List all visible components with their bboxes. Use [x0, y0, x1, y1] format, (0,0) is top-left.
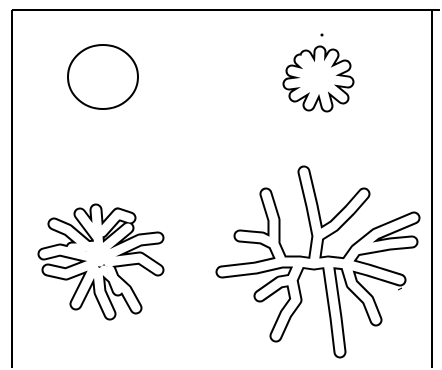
- lobed-blob-shape: [289, 34, 348, 107]
- circle-shape: [68, 45, 138, 109]
- branched-star-shape: [44, 210, 158, 314]
- branched-network-shape: [222, 172, 414, 352]
